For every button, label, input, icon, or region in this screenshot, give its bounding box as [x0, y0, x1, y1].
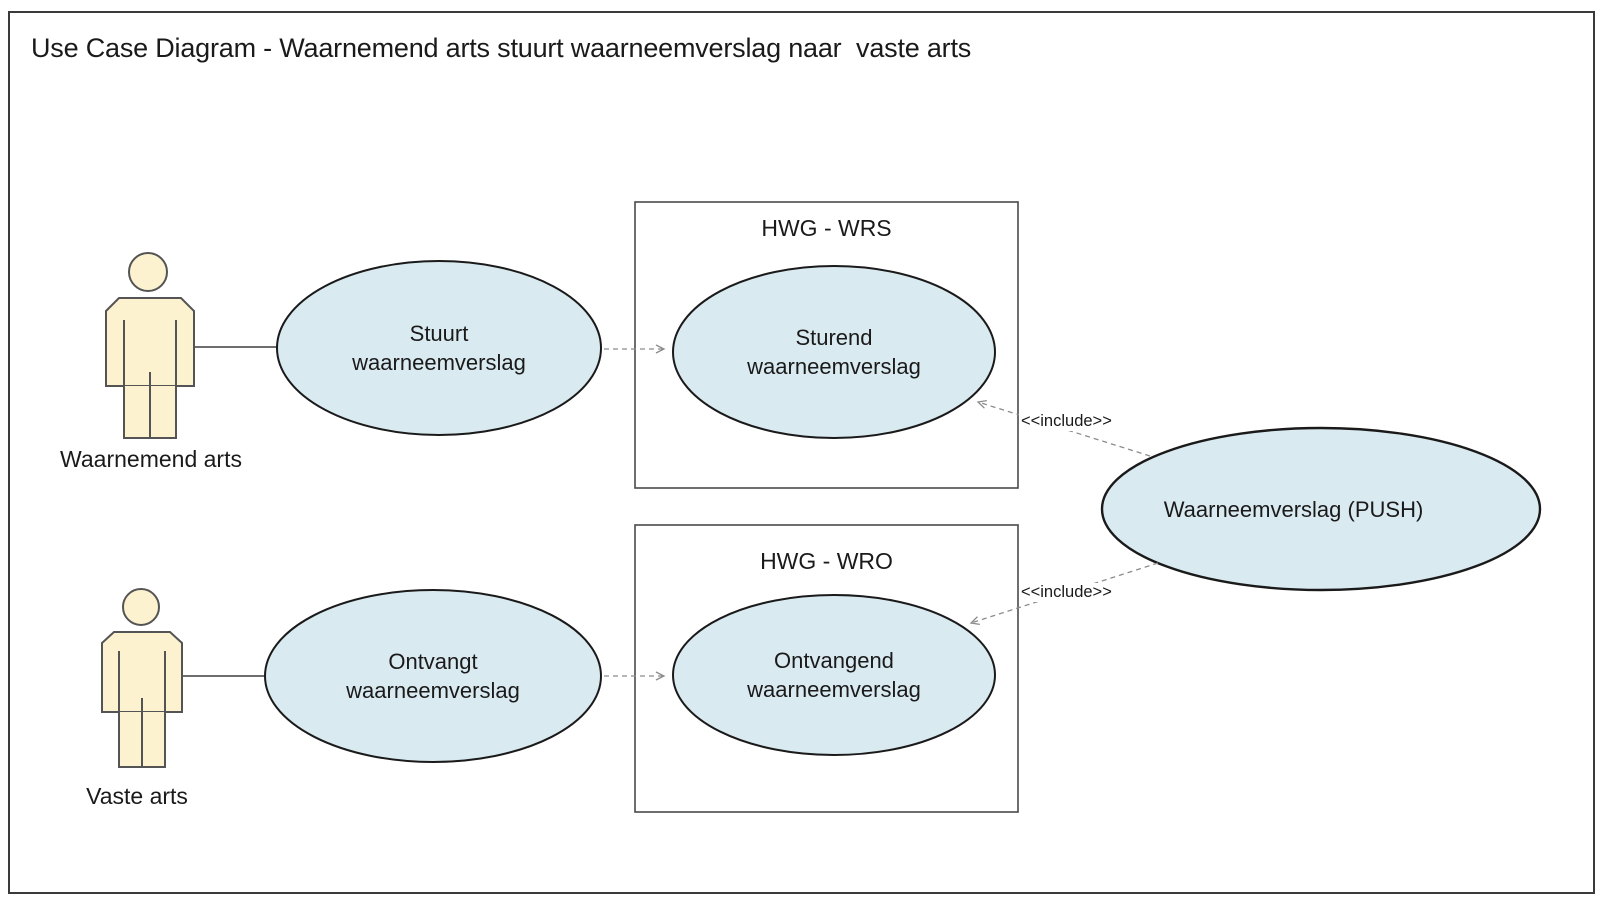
diagram-title: Use Case Diagram - Waarnemend arts stuur… — [31, 33, 972, 63]
actor-torso-icon — [101, 631, 183, 713]
include-stereotype-label-top: <<include>> — [1019, 412, 1114, 431]
use-case-label-sturend-waarneemverslag: Sturend waarneemverslag — [747, 325, 921, 379]
actor-torso-icon — [105, 297, 195, 387]
use-case-ellipse-ontvangt-waarneemverslag — [264, 589, 602, 763]
use-case-ellipse-sturend-waarneemverslag — [672, 265, 996, 439]
actor-label-vaste-arts: Vaste arts — [86, 783, 188, 809]
diagram-frame — [8, 11, 1595, 894]
include-stereotype-label-bottom: <<include>> — [1019, 583, 1114, 602]
include-arrow-push-to-ontvangend — [969, 562, 1159, 626]
use-case-ellipse-ontvangend-waarneemverslag — [672, 594, 996, 756]
use-case-ellipse-waarneemverslag-push — [1100, 426, 1542, 592]
use-case-ellipse-stuurt-waarneemverslag — [276, 260, 602, 436]
use-case-label-ontvangend-waarneemverslag: Ontvangend waarneemverslag — [747, 648, 921, 702]
use-case-label-waarneemverslag-push: Waarneemverslag (PUSH) — [1163, 496, 1424, 522]
system-boundary-title-hwg-wrs: HWG - WRS — [761, 215, 892, 241]
actor-label-waarnemend-arts: Waarnemend arts — [60, 446, 242, 472]
actor-head-icon — [122, 588, 160, 626]
use-case-label-stuurt-waarneemverslag: Stuurt waarneemverslag — [352, 321, 526, 375]
actor-figure-waarnemend-arts — [105, 252, 195, 439]
system-boundary-title-hwg-wro: HWG - WRO — [760, 548, 893, 574]
actor-figure-vaste-arts — [101, 588, 183, 768]
actor-head-icon — [128, 252, 168, 292]
use-case-label-ontvangt-waarneemverslag: Ontvangt waarneemverslag — [346, 649, 520, 703]
